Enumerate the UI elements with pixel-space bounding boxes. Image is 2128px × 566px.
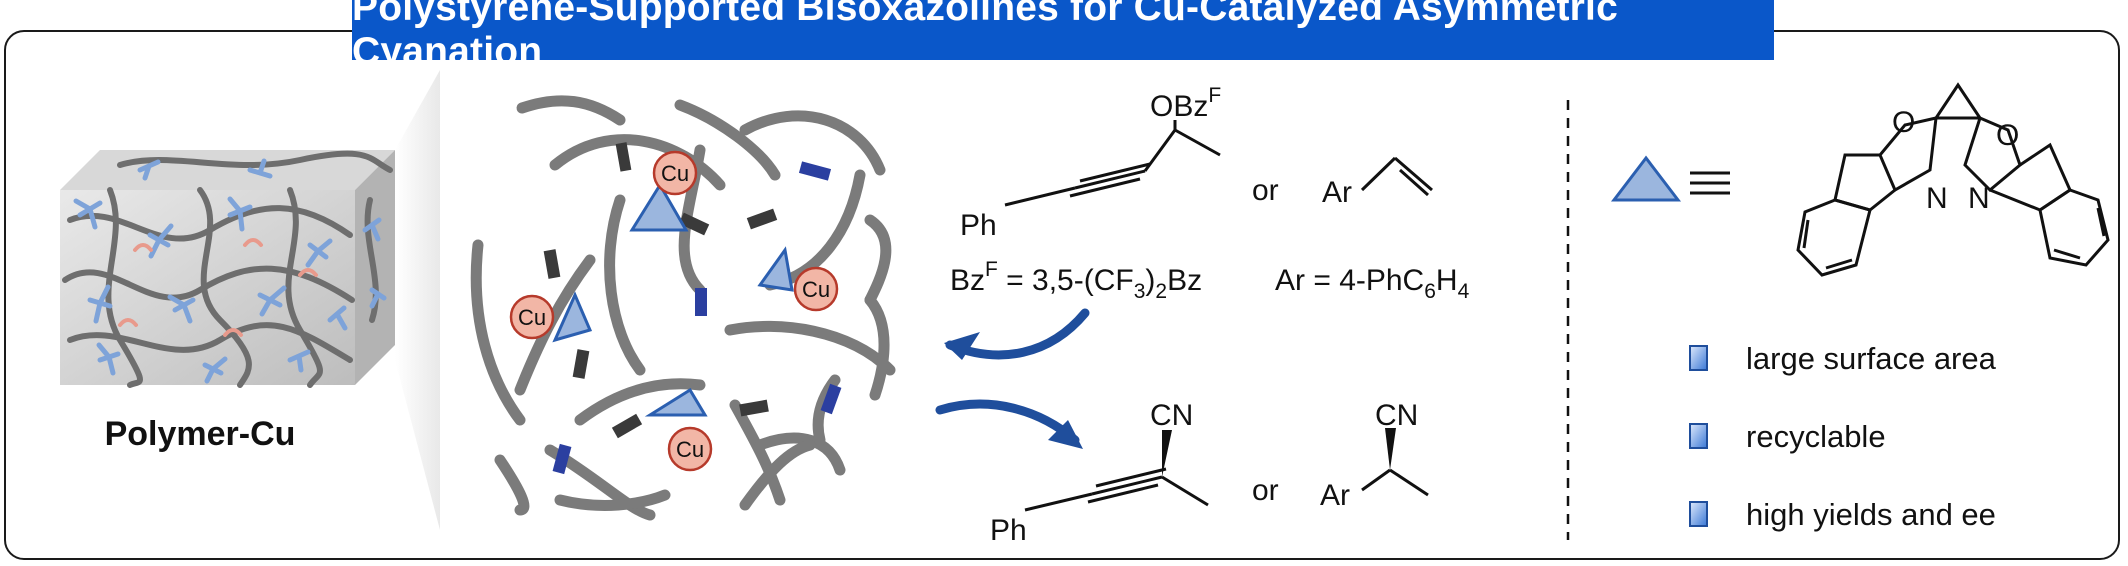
cu-site: Cu	[509, 294, 555, 340]
ar-definition: Ar = 4-PhC6H4	[1275, 264, 1470, 303]
feature-text: recyclable	[1746, 419, 1886, 454]
bzf-definition: BzF = 3,5-(CF3)2Bz	[950, 258, 1202, 303]
wedge-bond-2	[1385, 428, 1396, 470]
cu-site: Cu	[652, 150, 698, 196]
zoom-wedge	[395, 70, 440, 530]
triangle-symbol	[1610, 155, 1682, 202]
cu-label: Cu	[661, 161, 689, 186]
polymer-label: Polymer-Cu	[105, 415, 296, 453]
cn-label-1: CN	[1150, 399, 1193, 432]
title-banner: Polystyrene-Supported Bisoxazolines for …	[352, 0, 1774, 73]
feature-item: recyclable	[1689, 419, 1886, 454]
ligand-n-left: N	[1926, 182, 1948, 215]
or-label-top: or	[1252, 174, 1279, 207]
polymer-network	[470, 95, 896, 521]
feature-item: large surface area	[1689, 341, 1997, 376]
feature-text: high yields and ee	[1746, 497, 1996, 532]
arrow-to-catalyst	[945, 308, 1090, 360]
feature-text: large surface area	[1746, 341, 1997, 376]
polymer-cube	[60, 150, 395, 388]
ligand-triangles	[552, 182, 794, 417]
substrate-propargyl	[1004, 120, 1221, 207]
cu-site: Cu	[793, 266, 839, 312]
cu-label: Cu	[518, 305, 546, 330]
feature-bullet-icon	[1689, 501, 1708, 527]
ligand-o-left: O	[1892, 106, 1915, 139]
feature-bullet-icon	[1689, 423, 1708, 449]
ligand-o-right: O	[1996, 119, 2019, 152]
linkers	[543, 142, 842, 475]
cu-site: Cu	[667, 426, 713, 472]
ligand-n-right: N	[1968, 182, 1990, 215]
box-ligand-structure	[1796, 82, 2110, 277]
ar-label-bottom: Ar	[1320, 479, 1350, 512]
cn-label-2: CN	[1375, 399, 1418, 432]
ar-label-top: Ar	[1322, 176, 1352, 209]
wedge-bond	[1162, 430, 1172, 477]
product-propargyl-nitrile	[1024, 467, 1209, 512]
feature-list: large surface area recyclable high yield…	[1689, 341, 1997, 532]
ph-label: Ph	[960, 209, 997, 242]
substrate-styrene	[1360, 156, 1433, 197]
cu-sites: Cu Cu Cu Cu	[509, 150, 839, 472]
title-text: Polystyrene-Supported Bisoxazolines for …	[352, 0, 1618, 73]
cu-label: Cu	[676, 437, 704, 462]
reaction-arrows	[935, 308, 1090, 449]
ph-label-product: Ph	[990, 514, 1027, 547]
cu-label: Cu	[802, 277, 830, 302]
feature-item: high yields and ee	[1689, 497, 1996, 532]
obzf-label: OBzF	[1150, 84, 1221, 123]
or-label-bottom: or	[1252, 474, 1279, 507]
product-aryl-nitrile	[1361, 468, 1429, 497]
identity-symbol	[1690, 171, 1730, 195]
feature-bullet-icon	[1689, 345, 1708, 371]
